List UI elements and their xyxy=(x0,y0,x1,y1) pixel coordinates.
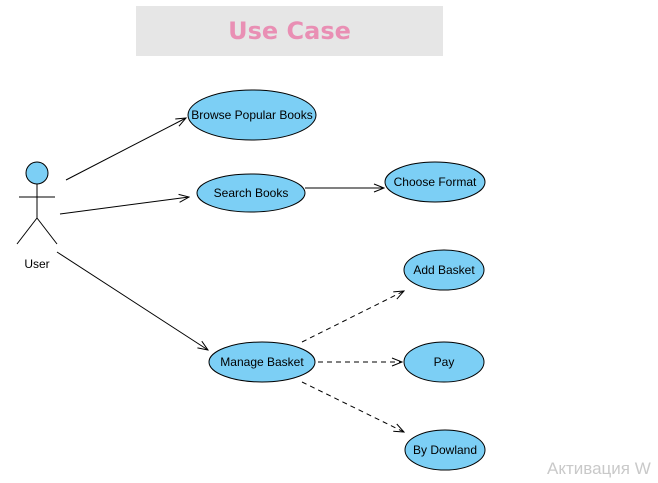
use-case-pay: Pay xyxy=(403,341,485,383)
use-case-browse-popular-books: Browse Popular Books xyxy=(187,89,317,141)
actor-label: User xyxy=(24,257,49,271)
use-case-label: Add Basket xyxy=(413,263,475,277)
use-case-label: Pay xyxy=(434,355,455,369)
use-case-label: Choose Format xyxy=(394,175,477,189)
rel-by-dowland xyxy=(301,381,404,432)
diagram-title: Use Case xyxy=(228,17,351,45)
use-case-label: Search Books xyxy=(214,186,289,200)
title-box: Use Case xyxy=(136,6,443,56)
use-case-manage-basket: Manage Basket xyxy=(208,341,316,383)
actor-right-leg xyxy=(36,217,58,245)
assoc-search xyxy=(59,197,189,215)
use-case-add-basket: Add Basket xyxy=(403,249,485,291)
use-case-label: Browse Popular Books xyxy=(191,108,312,122)
actor-user: User xyxy=(16,161,58,271)
use-case-choose-format: Choose Format xyxy=(384,161,486,203)
use-case-search-books: Search Books xyxy=(196,173,306,213)
assoc-browse xyxy=(65,118,186,181)
actor-head xyxy=(25,161,49,185)
actor-left-leg xyxy=(16,217,38,245)
use-case-label: Manage Basket xyxy=(220,355,304,369)
use-case-by-dowland: By Dowland xyxy=(404,429,486,471)
rel-add-basket xyxy=(301,291,404,343)
activation-watermark: Активация W xyxy=(547,459,651,478)
use-case-label: By Dowland xyxy=(413,443,477,457)
assoc-manage xyxy=(56,251,208,350)
